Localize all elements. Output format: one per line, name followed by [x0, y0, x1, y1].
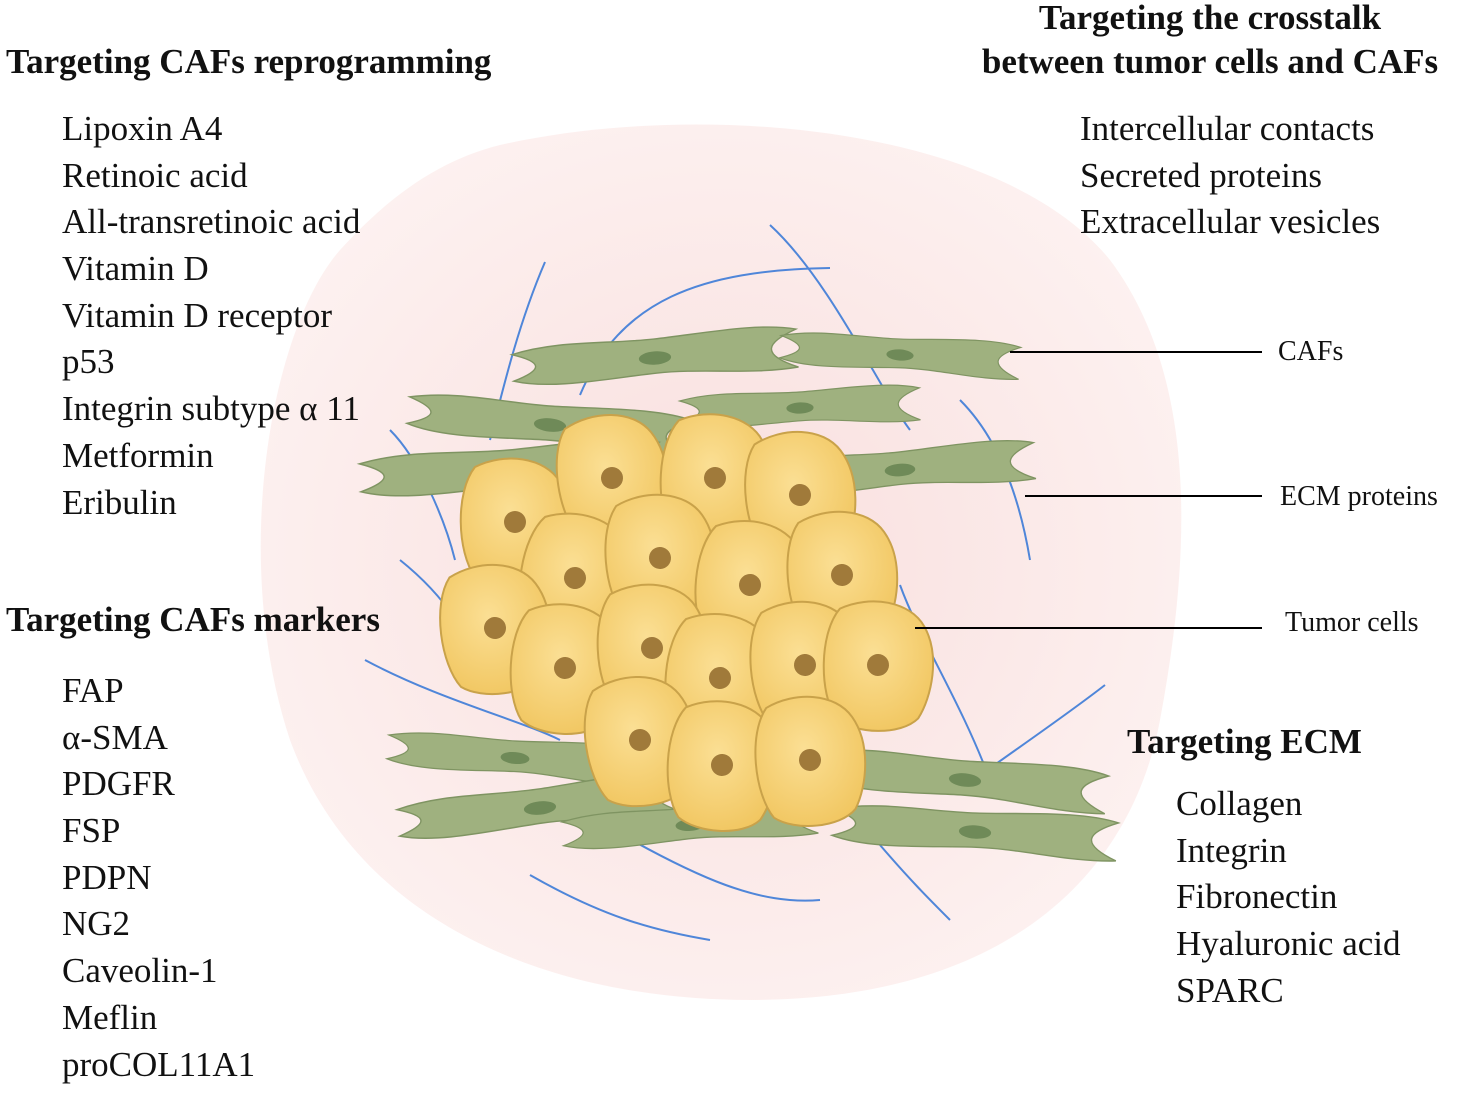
- list-item: Secreted proteins: [1080, 155, 1322, 195]
- list-item: Lipoxin A4: [62, 109, 223, 148]
- list-item: All-transretinoic acid: [62, 202, 361, 242]
- reprogramming-heading: Targeting CAFs reprogramming: [6, 42, 492, 81]
- list-item: α-SMA: [62, 717, 168, 757]
- list-item: Hyaluronic acid: [1176, 924, 1401, 964]
- cafs-label: CAFs: [1278, 336, 1344, 367]
- list-item: Collagen: [1176, 784, 1303, 823]
- list-item: Vitamin D: [62, 249, 209, 289]
- list-item: Metformin: [62, 435, 214, 475]
- ecm-proteins-label: ECM proteins: [1280, 481, 1438, 512]
- crosstalk-heading-line2: between tumor cells and CAFs: [981, 42, 1439, 81]
- list-item: Integrin subtype α 11: [62, 389, 360, 429]
- list-item: Caveolin-1: [62, 951, 218, 991]
- list-item: Extracellular vesicles: [1080, 202, 1381, 242]
- markers-list: FAP α-SMA PDGFR FSP PDPN NG2 Caveolin-1 …: [62, 668, 255, 1088]
- crosstalk-list: Intercellular contacts Secreted proteins…: [1080, 106, 1380, 246]
- list-item: Retinoic acid: [62, 155, 248, 195]
- list-item: Meflin: [62, 997, 158, 1037]
- ecm-heading: Targeting ECM: [1127, 722, 1362, 761]
- list-item: FSP: [62, 811, 121, 851]
- list-item: Integrin: [1176, 830, 1287, 870]
- list-item: PDPN: [62, 857, 152, 897]
- list-item: FAP: [62, 671, 124, 710]
- list-item: p53: [62, 342, 115, 382]
- markers-heading: Targeting CAFs markers: [6, 600, 380, 639]
- list-item: proCOL11A1: [62, 1044, 256, 1084]
- ecm-list: Collagen Integrin Fibronectin Hyaluronic…: [1176, 781, 1401, 1014]
- list-item: Fibronectin: [1176, 877, 1338, 917]
- crosstalk-heading: Targeting the crosstalk between tumor ce…: [940, 0, 1476, 84]
- list-item: Vitamin D receptor: [62, 295, 333, 335]
- list-item: NG2: [62, 904, 131, 944]
- list-item: Intercellular contacts: [1080, 109, 1375, 148]
- crosstalk-heading-line1: Targeting the crosstalk: [1038, 0, 1382, 37]
- list-item: Eribulin: [62, 482, 177, 522]
- reprogramming-list: Lipoxin A4 Retinoic acid All-transretino…: [62, 106, 360, 526]
- list-item: PDGFR: [62, 764, 175, 804]
- list-item: SPARC: [1176, 970, 1284, 1010]
- tumor-cells-label: Tumor cells: [1285, 607, 1419, 638]
